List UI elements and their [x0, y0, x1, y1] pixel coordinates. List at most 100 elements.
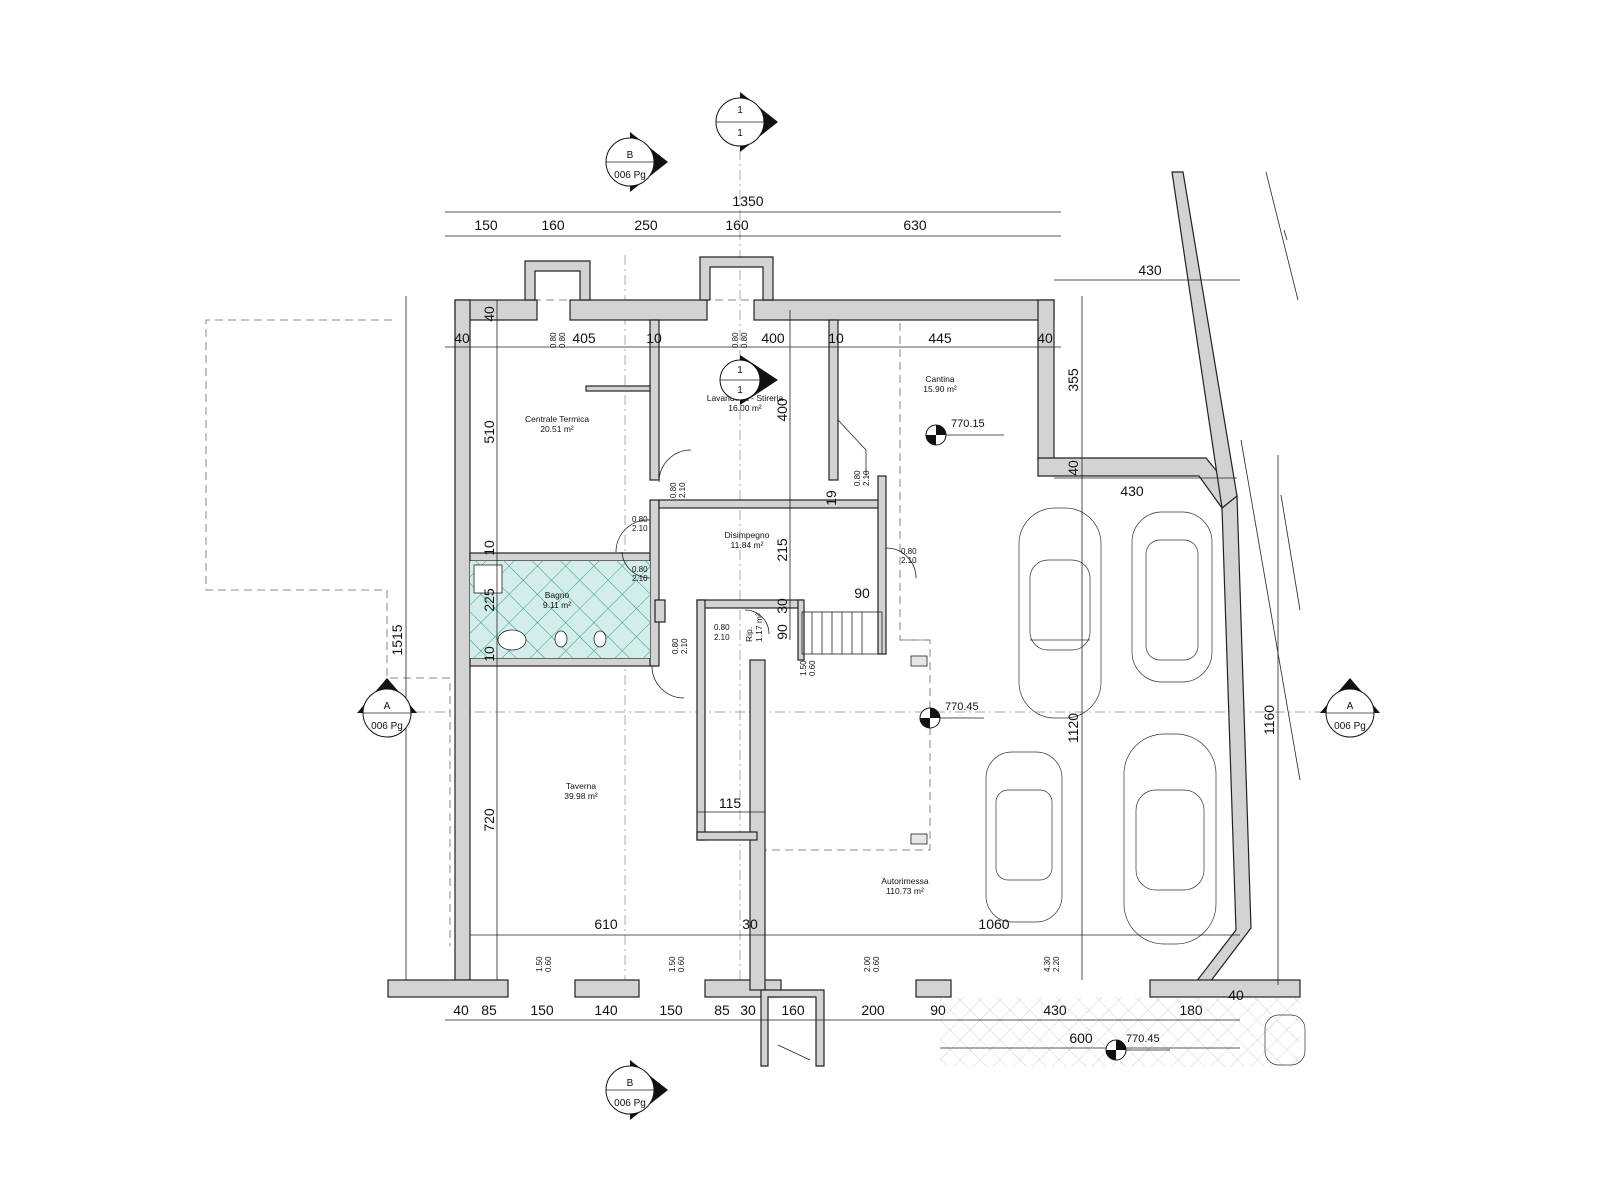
dim-bottom-7: 30 [740, 1002, 756, 1018]
room-name-cantina: Cantina [925, 374, 955, 384]
room-area-disimpegno: 11.84 m² [731, 540, 764, 550]
dim-v-1160: 1160 [1261, 705, 1277, 735]
dim-v-400: 400 [774, 398, 790, 422]
dim-top-4: 160 [725, 217, 749, 233]
dim-bottom-11: 430 [1043, 1002, 1067, 1018]
section-marker-a-right: A 006 Pg [1320, 678, 1380, 738]
dim-v-215: 215 [774, 538, 790, 562]
d-bagno-height: 2.10 [632, 574, 648, 583]
d-ct-height: 2.10 [632, 524, 648, 533]
stair-b: 0.60 [808, 660, 817, 676]
dim-top-2: 160 [541, 217, 565, 233]
section-b-top-ref: 006 Pg [614, 170, 646, 181]
section-a-left-letter: A [384, 701, 391, 712]
dim-total-top: 1350 [732, 193, 763, 209]
dim-h-115: 115 [719, 795, 742, 811]
dim-bottom-2: 85 [481, 1002, 497, 1018]
w-aut-b: 0.60 [872, 956, 881, 972]
section-b-top-letter: B [627, 150, 634, 161]
section-1-mid-b: 1 [737, 385, 743, 396]
room-name-autorimessa: Autorimessa [881, 876, 929, 886]
gate-b: 2.20 [1052, 956, 1061, 972]
stair-a: 1.50 [799, 660, 808, 676]
dim-v-19: 19 [823, 490, 839, 506]
section-b-bottom-ref: 006 Pg [614, 1098, 646, 1109]
section-a-right-ref: 006 Pg [1334, 721, 1366, 732]
dim-inner-2: 405 [572, 330, 596, 346]
dim-h-430-top: 430 [1138, 262, 1162, 278]
dim-v-1515: 1515 [389, 624, 405, 655]
dim-h-430-mid: 430 [1120, 483, 1144, 499]
dim-v-10a: 10 [481, 540, 497, 556]
w2-height: 0.80 [740, 332, 749, 348]
w1-height: 0.80 [558, 332, 567, 348]
top-dimensions: 1350 150 160 250 160 630 [474, 193, 927, 233]
dim-bottom-12: 180 [1179, 1002, 1203, 1018]
section-marker-b-top: B 006 Pg [605, 132, 668, 192]
dim-bottom-1: 40 [453, 1002, 469, 1018]
d-lav-width: 0.80 [669, 482, 678, 498]
room-name-taverna: Taverna [566, 781, 597, 791]
dim-bottom-6: 85 [714, 1002, 730, 1018]
w-tav1-a: 1.50 [535, 956, 544, 972]
vertical-dimensions: 40 510 10 225 10 720 1515 400 215 30 90 … [389, 306, 1277, 832]
dim-v-225: 225 [481, 588, 497, 612]
walls [387, 171, 1301, 1067]
w-tav2-b: 0.60 [677, 956, 686, 972]
dim-h-90: 90 [854, 585, 870, 601]
dim-h-1060: 1060 [978, 916, 1009, 932]
section-1-mid-a: 1 [737, 365, 743, 376]
dim-bottom-600: 600 [1069, 1030, 1093, 1046]
room-area-rip: 1.17 m² [754, 613, 764, 642]
dim-bottom-5: 150 [659, 1002, 683, 1018]
dim-v-1120: 1120 [1065, 713, 1081, 743]
dim-h-30: 30 [742, 916, 758, 932]
w-tav2-a: 1.50 [668, 956, 677, 972]
room-area-autorimessa: 110.73 m² [886, 886, 924, 896]
d-rip-height: 2.10 [714, 633, 730, 642]
street-lines [1240, 171, 1301, 781]
elevation-marker-garage: 770.45 [919, 701, 984, 729]
room-labels: Centrale Termica 20.51 m² Lavanderia - S… [525, 374, 957, 896]
cars [985, 507, 1306, 1066]
dim-v-355: 355 [1065, 368, 1081, 392]
section-1-top-b: 1 [737, 128, 743, 139]
horizontal-dimensions: 430 430 90 115 610 30 1060 [594, 262, 1162, 932]
dimension-lines [405, 211, 1279, 1049]
opening-labels: 0.80 0.80 0.80 0.80 0.80 2.10 0.80 2.10 … [535, 332, 1061, 972]
dim-h-610: 610 [594, 916, 618, 932]
w2-width: 0.80 [731, 332, 740, 348]
d-cant-height: 2.10 [862, 470, 871, 486]
dim-inner-3: 10 [646, 330, 662, 346]
d-taverna-height: 2.10 [680, 638, 689, 654]
elevation-marker-cantina: 770.15 [925, 418, 1004, 446]
dim-v-40: 40 [481, 306, 497, 322]
w-aut-a: 2.00 [863, 956, 872, 972]
inner-top-dimensions: 40 405 10 400 10 445 40 [454, 330, 1053, 346]
dim-v-10b: 10 [481, 646, 497, 662]
dim-v-90: 90 [774, 624, 790, 640]
stairs [777, 419, 883, 1061]
section-a-left-ref: 006 Pg [371, 721, 403, 732]
dim-bottom-13: 40 [1228, 987, 1244, 1003]
gate-a: 4.30 [1043, 956, 1052, 972]
section-marker-1-mid: 1 1 [719, 355, 778, 405]
dim-bottom-8: 160 [781, 1002, 805, 1018]
section-marker-a-left: A 006 Pg [357, 678, 417, 738]
bathroom-tiles [470, 561, 650, 658]
room-area-cantina: 15.90 m² [923, 384, 957, 394]
room-name-rip: Rip. [744, 627, 754, 642]
d-rip-width: 0.80 [714, 623, 730, 632]
bottom-dimensions: 40 85 150 140 150 85 30 160 200 90 430 1… [453, 987, 1244, 1046]
d-ct-width: 0.80 [632, 515, 648, 524]
elevation-outside: 770.45 [1126, 1033, 1160, 1045]
car-4 [1123, 733, 1217, 945]
dim-v-720: 720 [481, 808, 497, 832]
dim-top-1: 150 [474, 217, 498, 233]
dim-bottom-9: 200 [861, 1002, 885, 1018]
dim-bottom-3: 150 [530, 1002, 554, 1018]
section-b-bottom-letter: B [627, 1078, 634, 1089]
dim-top-5: 630 [903, 217, 927, 233]
elevation-cantina: 770.15 [951, 418, 985, 430]
